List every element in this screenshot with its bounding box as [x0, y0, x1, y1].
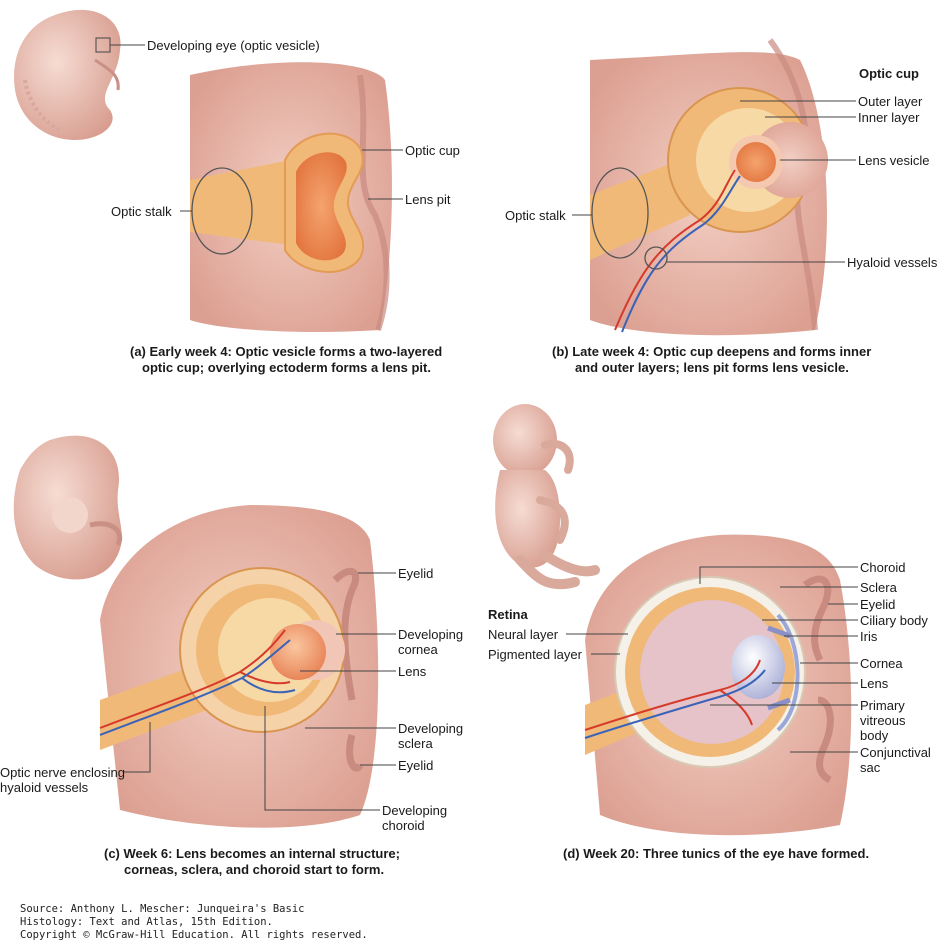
panel-c-eyelid-upper	[332, 567, 360, 701]
label-lens-vesicle: Lens vesicle	[858, 153, 930, 168]
label-ciliary-body: Ciliary body	[860, 613, 928, 628]
label-developing-cornea-2: cornea	[398, 642, 438, 657]
label-developing-sclera-2: sclera	[398, 736, 433, 751]
label-developing-choroid-1: Developing	[382, 803, 448, 818]
panel-b-hyaloid-blue	[621, 175, 741, 333]
label-choroid: Choroid	[860, 560, 906, 575]
label-primary-vitreous-2: vitreous	[860, 713, 906, 728]
label-iris: Iris	[860, 629, 878, 644]
label-conjunctival-2: sac	[860, 760, 881, 775]
label-developing-eye: Developing eye (optic vesicle)	[147, 38, 320, 53]
label-eyelid-c-bottom: Eyelid	[398, 758, 434, 773]
label-optic-nerve-2: hyaloid vessels	[0, 780, 89, 795]
panel-c-vessel-blue	[99, 639, 296, 736]
label-conjunctival-1: Conjunctival	[860, 745, 931, 760]
label-developing-sclera-1: Developing	[398, 721, 464, 736]
label-optic-stalk-a: Optic stalk	[111, 204, 172, 219]
leader-lines	[110, 44, 858, 811]
embryo-week6	[13, 435, 123, 580]
panel-c-lens	[270, 624, 326, 680]
panel-d-iris	[767, 625, 791, 711]
fetus-week20	[493, 404, 600, 590]
panel-d-vessel-red	[584, 659, 761, 731]
label-pigmented-layer: Pigmented layer	[488, 647, 582, 662]
panel-b-hyaloid-red	[614, 169, 736, 331]
label-hyaloid-vessels: Hyaloid vessels	[847, 255, 938, 270]
label-eyelid-d: Eyelid	[860, 597, 896, 612]
panel-d-vessel-blue	[584, 669, 766, 739]
panel-a-optic-stalk	[190, 160, 290, 245]
label-optic-stalk-b: Optic stalk	[505, 208, 566, 223]
label-optic-cup-a: Optic cup	[405, 143, 460, 158]
panel-c-eyelid-lower	[346, 734, 364, 772]
panel-a-surface-ectoderm	[357, 74, 390, 331]
panel-d-vitreous	[640, 600, 784, 744]
label-retina-heading: Retina	[488, 607, 528, 622]
panel-b-vessel-circle	[644, 246, 668, 270]
source-citation: Source: Anthony L. Mescher: Junqueira's …	[20, 903, 368, 942]
label-primary-vitreous-1: Primary	[860, 698, 905, 713]
caption-a-line2: optic cup; overlying ectoderm forms a le…	[142, 360, 431, 375]
panel-a-vesicle-lumen	[296, 152, 347, 261]
label-developing-cornea-1: Developing	[398, 627, 464, 642]
panel-a-artwork	[190, 62, 392, 332]
source-line-1: Source: Anthony L. Mescher: Junqueira's …	[20, 903, 305, 915]
label-inner-layer: Inner layer	[858, 110, 920, 125]
label-eyelid-c-top: Eyelid	[398, 566, 434, 581]
label-lens-c: Lens	[398, 664, 427, 679]
label-developing-choroid-2: choroid	[382, 818, 425, 833]
caption-c-line1: (c) Week 6: Lens becomes an internal str…	[104, 846, 400, 861]
label-optic-nerve-1: Optic nerve enclosing	[0, 765, 126, 780]
source-line-2: Histology: Text and Atlas, 15th Edition.	[20, 916, 273, 928]
panel-d-cornea	[776, 613, 800, 732]
caption-a-line1: (a) Early week 4: Optic vesicle forms a …	[130, 344, 443, 359]
caption-c-line2: corneas, sclera, and choroid start to fo…	[124, 862, 385, 877]
label-outer-layer: Outer layer	[858, 94, 923, 109]
label-optic-cup-heading: Optic cup	[859, 66, 919, 81]
panel-c-artwork	[99, 505, 379, 828]
panel-b-stalk-circle	[591, 167, 649, 259]
caption-b-line2: and outer layers; lens pit forms lens ve…	[575, 360, 849, 375]
label-lens-d: Lens	[860, 676, 889, 691]
panel-d-lens	[731, 635, 785, 699]
embryo-week4-a	[14, 9, 121, 141]
caption-d: (d) Week 20: Three tunics of the eye hav…	[563, 846, 870, 861]
panel-c-vessel-red	[99, 629, 291, 729]
panel-b-optic-stalk	[590, 160, 690, 260]
label-sclera: Sclera	[860, 580, 897, 595]
panel-d-eyelid-upper	[802, 575, 832, 662]
label-primary-vitreous-3: body	[860, 728, 889, 743]
label-neural-layer: Neural layer	[488, 627, 559, 642]
panel-d-artwork	[584, 534, 852, 836]
label-lens-pit: Lens pit	[405, 192, 451, 207]
panel-b-lens-vesicle	[736, 142, 776, 182]
caption-b-line1: (b) Late week 4: Optic cup deepens and f…	[552, 344, 872, 359]
panel-b-artwork	[590, 38, 828, 336]
label-cornea: Cornea	[860, 656, 903, 671]
source-line-3: Copyright © McGraw-Hill Education. All r…	[20, 929, 368, 941]
